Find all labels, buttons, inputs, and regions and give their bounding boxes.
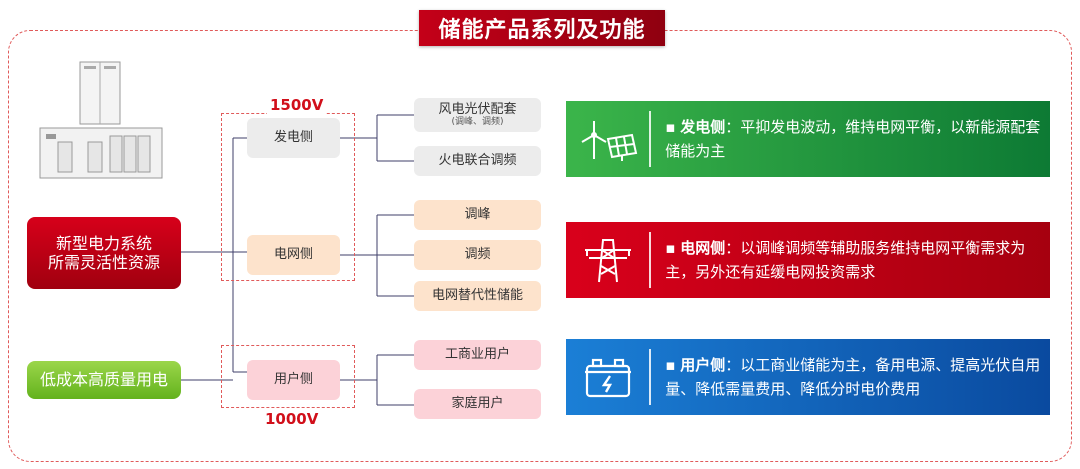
- bullet: ▪: [665, 239, 676, 257]
- app-grid-substitute-storage: 电网替代性储能: [414, 281, 541, 311]
- voltage-1000-region: [221, 345, 355, 408]
- app-frequency-regulation: 调频: [414, 240, 541, 270]
- page-title: 储能产品系列及功能: [419, 10, 665, 46]
- banner-divider: [649, 349, 652, 405]
- banner-body: ：以工商业储能为主，备用电源、提高光伏自用量、降低需量费用、降低分时电价费用: [665, 356, 1041, 398]
- generation-banner: ▪ 发电侧：平抑发电波动，维持电网平衡，以新能源配套储能为主: [566, 101, 1050, 177]
- app-wind-solar-sub: (调峰、调频): [451, 117, 504, 128]
- app-wind-solar-label: 风电光伏配套: [438, 101, 517, 117]
- app-household-users: 家庭用户: [414, 389, 541, 419]
- bullet: ▪: [665, 118, 676, 136]
- banner-head: 电网侧: [680, 239, 726, 257]
- source-line-2: 所需灵活性资源: [47, 253, 160, 272]
- source-line-1: 新型电力系统: [55, 233, 152, 253]
- battery-icon: [566, 339, 649, 415]
- user-banner: ▪ 用户侧：以工商业储能为主，备用电源、提高光伏自用量、降低需量费用、降低分时电…: [566, 339, 1050, 415]
- banner-divider: [649, 232, 652, 288]
- new-power-system-source: 新型电力系统 所需灵活性资源: [27, 217, 181, 289]
- grid-side-node: 电网侧: [247, 235, 340, 275]
- generation-banner-text: ▪ 发电侧：平抑发电波动，维持电网平衡，以新能源配套储能为主: [651, 115, 1050, 163]
- banner-head: 发电侧: [680, 118, 726, 136]
- app-thermal-regulation: 火电联合调频: [414, 146, 541, 176]
- storage-cabinet-illustration: [39, 61, 163, 179]
- banner-body: ：平抑发电波动，维持电网平衡，以新能源配套储能为主: [665, 118, 1041, 160]
- app-peak-shaving: 调峰: [414, 200, 541, 230]
- generation-side-node: 发电侧: [247, 118, 340, 158]
- grid-banner-text: ▪ 电网侧：以调峰调频等辅助服务维持电网平衡需求为主，另外还有延缓电网投资需求: [651, 236, 1050, 284]
- app-commercial-users: 工商业用户: [414, 340, 541, 370]
- grid-banner: ▪ 电网侧：以调峰调频等辅助服务维持电网平衡需求为主，另外还有延缓电网投资需求: [566, 222, 1050, 298]
- voltage-1000-label: 1000V: [265, 410, 319, 428]
- banner-body: ：以调峰调频等辅助服务维持电网平衡需求为主，另外还有延缓电网投资需求: [665, 239, 1026, 281]
- user-banner-text: ▪ 用户侧：以工商业储能为主，备用电源、提高光伏自用量、降低需量费用、降低分时电…: [651, 353, 1050, 401]
- banner-divider: [649, 111, 652, 167]
- bullet: ▪: [665, 356, 676, 374]
- banner-head: 用户侧: [680, 356, 726, 374]
- wind-solar-icon: [566, 101, 649, 177]
- app-wind-solar: 风电光伏配套 (调峰、调频): [414, 98, 541, 132]
- user-side-node: 用户侧: [247, 360, 340, 400]
- power-tower-icon: [566, 222, 649, 298]
- voltage-1500-label: 1500V: [267, 96, 327, 114]
- low-cost-power-source: 低成本高质量用电: [27, 361, 181, 399]
